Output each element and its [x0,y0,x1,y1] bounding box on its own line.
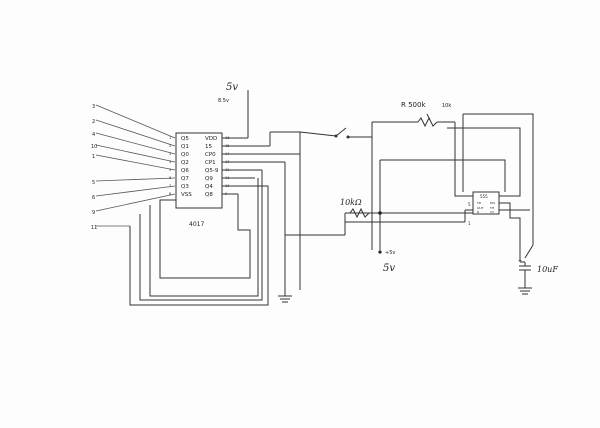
ic-4017-right-pin-label: CP0 [205,152,216,158]
ic-4017-left-pin-label: Q0 [181,152,189,158]
svg-text:6: 6 [92,195,95,201]
ic-4017-left-pin-label: Q3 [181,184,189,190]
supply-label-bottom: 5v [383,263,395,274]
ic-4017-left-pin-number: 6 [169,176,171,180]
ic-4017-left-pin-label: Q7 [181,176,189,182]
ic-4017-left-pin-number: 7 [169,184,171,188]
switch-contact-1 [334,134,338,138]
svg-text:CV: CV [490,210,495,214]
svg-text:OUT: OUT [477,206,484,210]
ic-4017-right-pin-label: Q8 [205,192,213,198]
switch-wiring [269,122,373,290]
ic-4017-left-pin-number: 2 [169,144,171,148]
input-leads: 3 2 4 10 1 5 6 9 11 [91,104,176,231]
svg-text:+: + [518,258,522,264]
ic-4017-right-pin-label: Q9 [205,176,213,182]
svg-text:5: 5 [468,202,471,207]
ground-symbol-right [518,285,532,295]
ic-4017-left-pin-number: 3 [169,152,171,156]
capacitor-label: 10uF [537,265,558,274]
svg-text:TR: TR [476,201,481,205]
ic-4017-right-pin-label: 15 [205,144,212,150]
supply-label-top-small: 8.5v [218,98,229,104]
pot-label-small: 10k [442,103,451,109]
svg-text:TH: TH [489,206,494,210]
svg-text:1: 1 [468,221,471,226]
ic-4017-right-pin-label: CP1 [205,160,216,166]
resistor-label: 10kΩ [340,198,362,207]
svg-text:11: 11 [91,225,97,231]
ic-4017-left-pin-number: 8 [169,192,171,196]
svg-text:4: 4 [92,132,95,138]
svg-text:9: 9 [92,210,95,216]
svg-text:1: 1 [92,154,95,160]
svg-text:10: 10 [91,144,97,150]
ic-555: 555 TR OUT R DIS TH CV [472,191,500,215]
svg-text:DIS: DIS [490,201,495,205]
ic-555-wiring: 5 1 [344,113,534,262]
ic-4017-left-pin-label: Q1 [181,144,189,150]
supply-label-bottom-small: +5v [385,250,395,256]
ic-4017-left-pin-label: Q2 [181,160,189,166]
capacitor-10uf: + 10uF [518,258,558,285]
ic-4017-left-pin-number: 5 [169,168,171,172]
ic-4017-left-pin-label: Q5 [181,136,189,142]
svg-text:2: 2 [92,119,95,125]
loop-wires [129,162,345,306]
resistor-10k: 10kΩ [340,198,382,219]
ic-4017-right-pin-label: Q4 [205,184,213,190]
ground-symbol-left [278,290,292,303]
ic-555-label: 555 [480,194,488,199]
ic-4017-right-pin-label: Q5-9 [205,168,219,174]
svg-text:3: 3 [92,104,95,110]
ic-4017-left-pin-number: 1 [169,136,171,140]
ic-4017-left-pin-label: Q6 [181,168,189,174]
ic-4017-label: 4017 [189,221,204,228]
svg-text:R: R [477,210,479,214]
switch-lever [335,127,347,137]
ic-4017-left-pin-label: VSS [181,192,192,198]
ic-4017-left-pin-number: 4 [169,160,172,164]
potentiometer: R 500k 10k [372,101,455,128]
supply-label-top: 5v [226,82,238,93]
pot-label: R 500k [401,101,426,109]
svg-text:5: 5 [92,180,95,186]
ic-4017-right-leads [222,96,300,195]
ic-4017-right-pin-label: VDD [205,136,217,142]
